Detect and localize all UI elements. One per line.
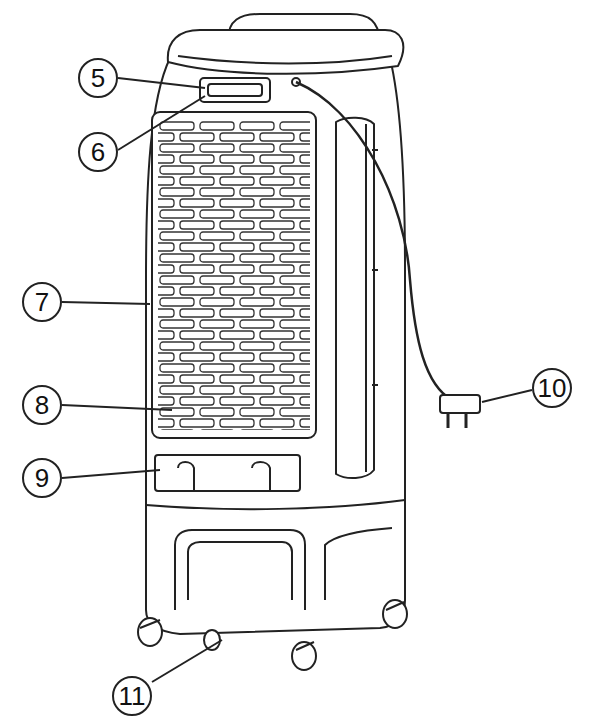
callout-number: 11 — [112, 676, 152, 716]
callout-number: 10 — [532, 368, 572, 408]
callout-number: 9 — [22, 458, 62, 498]
callout-number: 6 — [78, 132, 118, 172]
callout-number: 5 — [78, 58, 118, 98]
callout-number: 8 — [22, 385, 62, 425]
callout-number: 7 — [22, 282, 62, 322]
